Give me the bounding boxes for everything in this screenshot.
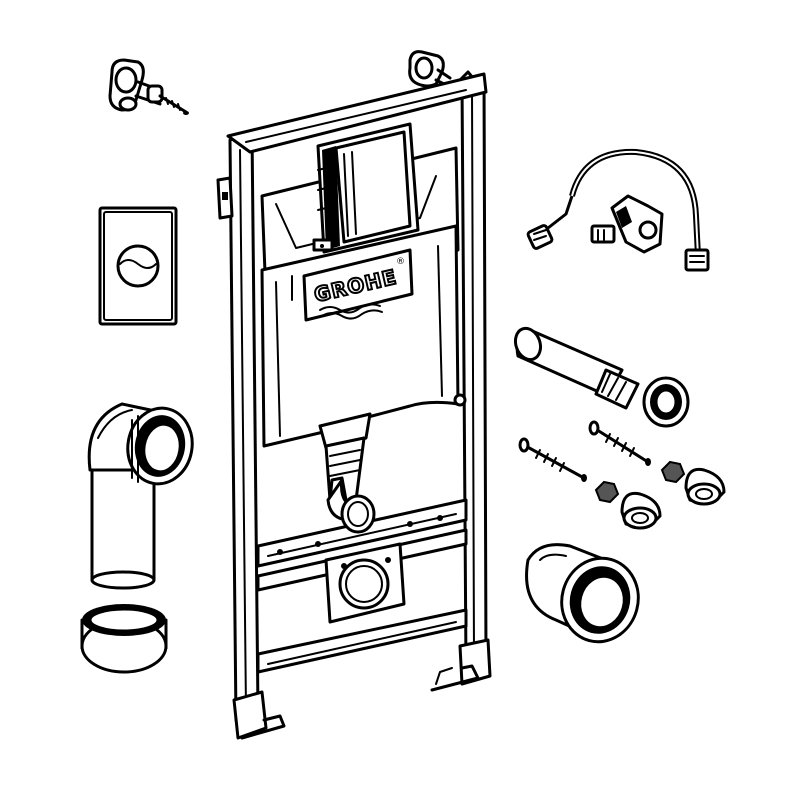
waste-pipe-ring — [80, 604, 168, 674]
hex-nut-2 — [660, 460, 686, 484]
brand-plate — [302, 248, 414, 322]
frame-foot-right — [458, 638, 492, 686]
fixing-bolt-2 — [588, 420, 651, 466]
concealed-cistern: GROHE ® — [260, 122, 467, 448]
waste-elbow-pipe — [87, 402, 194, 590]
waste-connector-sleeve — [525, 543, 640, 644]
cover-cap-1 — [620, 491, 662, 530]
frame-foot-left — [232, 690, 268, 740]
pipe-seal-ring — [642, 376, 690, 428]
wc-connector-pipe — [513, 326, 640, 410]
frame-left-post — [228, 130, 260, 722]
flush-button-icon — [116, 244, 160, 288]
flexible-hose-with-valve — [526, 148, 710, 272]
brand-registered-mark: ® — [396, 257, 405, 267]
frame-bottom-rail — [256, 608, 468, 674]
frame-top-rail — [226, 72, 488, 154]
hex-nut-1 — [594, 480, 620, 504]
cover-cap-2 — [684, 467, 726, 506]
wall-bracket-left — [108, 58, 189, 115]
flush-bend-pipe — [318, 412, 376, 534]
flush-plate — [98, 206, 178, 326]
fixing-bolt-1 — [518, 437, 587, 482]
